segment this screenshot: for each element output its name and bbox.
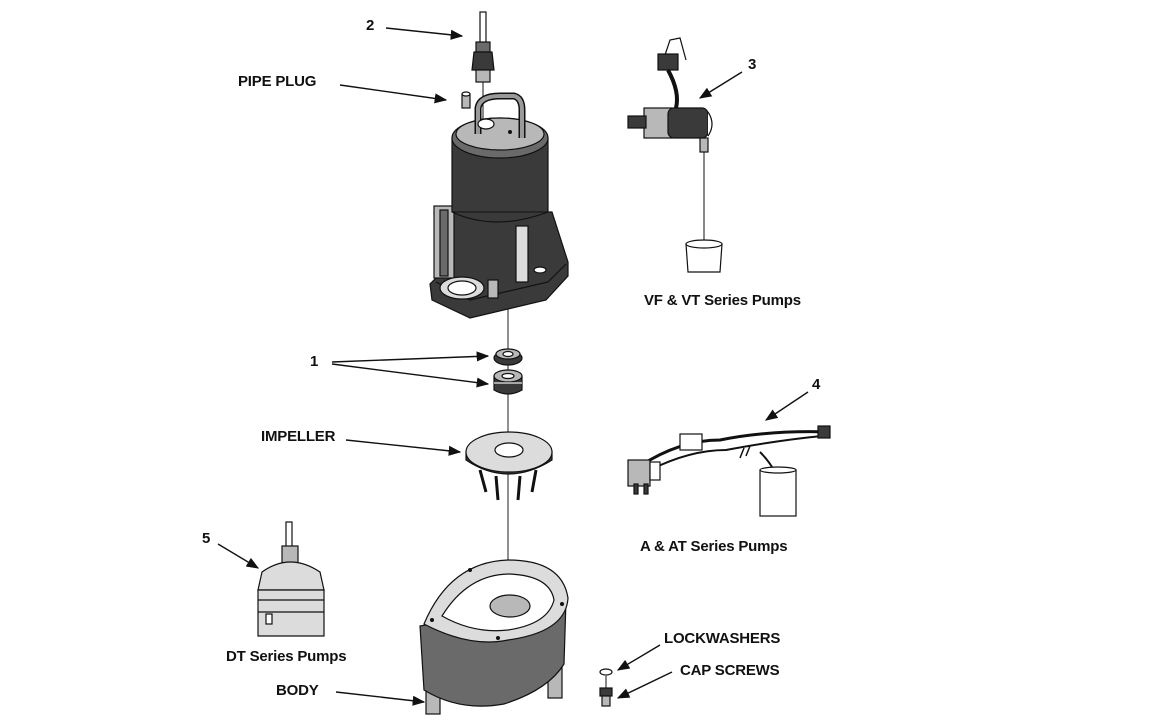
arrow-3 <box>698 71 743 99</box>
callout-2: 2 <box>366 17 375 34</box>
arrow-pipe-plug <box>339 84 448 104</box>
callout-5: 5 <box>202 530 211 547</box>
arrow-cap-screws <box>616 671 673 699</box>
arrow-body <box>335 691 426 706</box>
arrow-1b <box>331 363 490 388</box>
dt-switch <box>257 521 325 637</box>
callout-3: 3 <box>748 56 757 73</box>
vf-vt-series-label: VF & VT Series Pumps <box>644 292 801 309</box>
seal-parts <box>493 348 523 395</box>
dt-series-label: DT Series Pumps <box>226 648 347 665</box>
top-fitting <box>471 11 495 120</box>
pipe-plug <box>461 91 471 109</box>
arrow-lockwashers <box>616 644 661 671</box>
callout-4: 4 <box>812 376 821 393</box>
cap-screws-label: CAP SCREWS <box>680 662 780 679</box>
lockwasher-capscrew <box>599 668 613 707</box>
arrow-5 <box>217 543 260 569</box>
arrow-1a <box>331 351 490 363</box>
arrow-4 <box>764 391 809 421</box>
body-label: BODY <box>276 682 319 699</box>
a-at-tether-switch <box>627 425 831 517</box>
vf-vt-float-switch <box>627 37 723 273</box>
arrow-2 <box>385 27 464 40</box>
impeller-part <box>465 431 553 501</box>
pump-body <box>419 559 569 715</box>
motor-housing <box>429 92 569 319</box>
arrow-impeller <box>345 439 462 456</box>
callout-1: 1 <box>310 353 319 370</box>
impeller-label: IMPELLER <box>261 428 336 445</box>
pipe-plug-label: PIPE PLUG <box>238 73 317 90</box>
leader-arrows <box>217 27 809 706</box>
lockwashers-label: LOCKWASHERS <box>664 630 781 647</box>
a-at-series-label: A & AT Series Pumps <box>640 538 788 555</box>
